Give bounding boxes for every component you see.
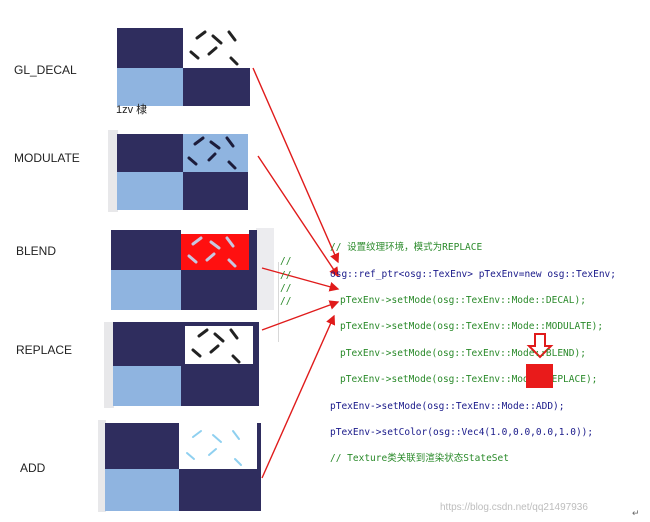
texture-strokes: [187, 236, 237, 268]
arrow-decal: [252, 67, 340, 264]
panel-shadow: [98, 420, 106, 512]
quad-dark: [249, 230, 257, 270]
quad-light: [117, 172, 183, 210]
quad-light: [117, 68, 183, 106]
label-add: ADD: [20, 461, 46, 475]
code-line: osg::ref_ptr<osg::TexEnv> pTexEnv=new os…: [330, 268, 616, 280]
comment-slash: //: [280, 270, 292, 281]
quad-dark: [113, 322, 181, 366]
code-comment: // 设置纹理环境，模式为REPLACE: [330, 242, 483, 254]
panel-gl-decal: [117, 28, 250, 106]
panel-add: [105, 423, 261, 511]
label-replace: REPLACE: [16, 343, 73, 357]
texture-strokes: [187, 136, 237, 170]
code-line: pTexEnv->setColor(osg::Vec4(1.0,0.0,0.0,…: [330, 426, 594, 438]
texture-strokes: [191, 328, 241, 364]
texture-strokes: [189, 30, 239, 66]
code-line: pTexEnv->setMode(osg::TexEnv::Mode::REPL…: [340, 374, 598, 386]
quad-dark: [117, 28, 183, 68]
quad-dark: [181, 366, 259, 406]
quad-dark: [181, 270, 257, 310]
quad-dark: [117, 134, 183, 172]
texture-quad: [181, 234, 249, 270]
code-comment: // Texture类关联到渲染状态StateSet: [330, 453, 509, 465]
result-color-sample: [526, 364, 553, 388]
arrow-add: [261, 314, 336, 479]
code-block: // 设置纹理环境，模式为REPLACE osg::ref_ptr<osg::T…: [330, 228, 616, 479]
arrow-replace: [261, 300, 340, 331]
label-blend: BLEND: [16, 244, 57, 258]
comment-slash: //: [280, 256, 292, 267]
code-line: pTexEnv->setMode(osg::TexEnv::Mode::BLEN…: [340, 347, 586, 359]
quad-dark: [183, 172, 248, 210]
return-mark: ↵: [632, 508, 640, 518]
texture-quad: [185, 326, 253, 364]
arrow-blend: [261, 267, 340, 292]
quad-dark: [105, 423, 179, 469]
label-gl-decal: GL_DECAL: [14, 63, 77, 77]
quad-light: [113, 366, 181, 406]
quad-light: [105, 469, 179, 511]
texture-quad: [179, 427, 257, 469]
code-line: pTexEnv->setMode(osg::TexEnv::Mode::DECA…: [340, 294, 586, 306]
panel-replace: [113, 322, 259, 406]
separator: [278, 262, 279, 342]
partial-text: 1zv 棣: [116, 104, 148, 116]
down-arrow-icon: [526, 333, 554, 359]
panel-modulate: [117, 134, 248, 210]
quad-dark: [183, 68, 250, 106]
comment-slash: //: [280, 296, 292, 307]
code-line: pTexEnv->setMode(osg::TexEnv::Mode::ADD)…: [330, 400, 565, 412]
panel-shadow: [108, 130, 118, 212]
code-line: pTexEnv->setMode(osg::TexEnv::Mode::MODU…: [340, 321, 604, 333]
texture-quad: [183, 134, 248, 172]
quad-dark: [257, 423, 261, 469]
panel-shadow: [104, 322, 114, 408]
quad-dark: [179, 469, 261, 511]
quad-light: [111, 270, 181, 310]
label-modulate: MODULATE: [14, 151, 80, 165]
panel-blend: [111, 230, 257, 310]
watermark: https://blog.csdn.net/qq21497936: [440, 502, 588, 513]
texture-quad: [183, 28, 250, 68]
comment-slash: //: [280, 283, 292, 294]
texture-strokes: [186, 430, 242, 466]
quad-dark: [111, 230, 181, 270]
arrow-modulate: [257, 155, 339, 278]
